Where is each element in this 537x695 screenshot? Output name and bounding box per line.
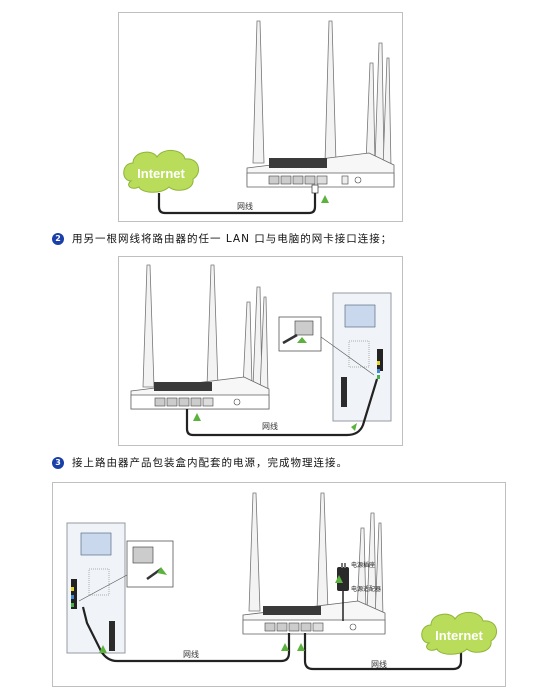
cable-label-right: 网线 (371, 659, 387, 669)
step-3-text: 接上路由器产品包装盒内配套的电源，完成物理连接。 (72, 457, 348, 469)
power-connection-svg: 电源插座 电源适配器 网线 网线 Internet (66, 492, 498, 671)
computer-tower (66, 522, 126, 654)
lan-cable (185, 378, 379, 437)
router-antennas (142, 264, 269, 393)
computer-tower (332, 292, 392, 422)
step-2-text: 用另一根网线将路由器的任一 LAN 口与电脑的网卡接口连接； (72, 233, 393, 245)
power-adapter: 电源插座 电源适配器 (335, 561, 381, 621)
cable-label-left: 网线 (183, 649, 199, 659)
connector-zoom-callout (278, 316, 375, 376)
internet-cloud: Internet (123, 150, 200, 193)
illustration-lan-connection: 网线 (118, 256, 403, 446)
illustration-wan-connection: Internet 网线 (118, 12, 403, 222)
router (130, 376, 270, 410)
wan-connection-svg: Internet 网线 (123, 20, 395, 215)
lan-cable (81, 606, 291, 663)
lan-connection-svg: 网线 (130, 264, 392, 437)
illustration-power-connection: 电源插座 电源适配器 网线 网线 Internet (52, 482, 506, 687)
internet-cloud: Internet (421, 612, 498, 655)
power-plug-label: 电源插座 (351, 561, 375, 569)
connector-zoom-callout (78, 540, 174, 602)
step-3-number: 3 (52, 457, 64, 469)
internet-label: Internet (435, 628, 483, 643)
wan-cable (303, 633, 463, 671)
internet-label: Internet (137, 166, 185, 181)
step-3-instruction: 3 接上路由器产品包装盒内配套的电源，完成物理连接。 (52, 455, 348, 470)
power-adapter-label: 电源适配器 (351, 585, 381, 593)
router (246, 152, 395, 188)
router-antennas (248, 492, 384, 618)
wan-cable (157, 191, 317, 215)
router-antennas (252, 20, 392, 169)
step-2-number: 2 (52, 233, 64, 245)
cable-label: 网线 (262, 421, 278, 431)
step-2-instruction: 2 用另一根网线将路由器的任一 LAN 口与电脑的网卡接口连接； (52, 231, 392, 246)
cable-label: 网线 (237, 201, 253, 211)
router (242, 600, 386, 635)
